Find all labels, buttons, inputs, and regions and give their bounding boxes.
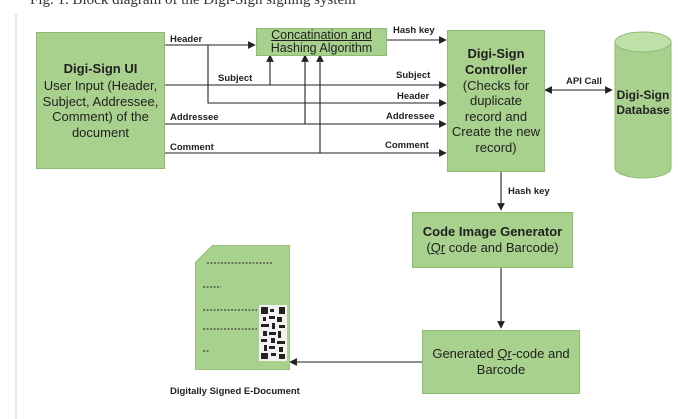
controller-title-line1: Digi-Sign: [467, 46, 525, 62]
ui-box-title: Digi-Sign UI: [63, 60, 138, 76]
label-addressee-right: Addressee: [386, 111, 435, 122]
document-caption: Digitally Signed E-Document: [170, 386, 300, 397]
digi-sign-ui-box: Digi-Sign UI User Input (Header, Subject…: [36, 32, 165, 169]
database-label-line1: Digi-Sign: [616, 88, 670, 102]
label-header-right: Header: [397, 91, 430, 102]
label-hash-key-top: Hash key: [393, 25, 435, 36]
generated-box-line1: Generated Qr-code and: [432, 346, 570, 362]
generator-title: Code Image Generator: [422, 224, 563, 240]
generated-box-line2: Barcode: [476, 362, 526, 377]
label-api-call: API Call: [566, 76, 602, 87]
generator-body: (Qr code and Barcode): [426, 240, 559, 255]
label-comment-right: Comment: [385, 140, 429, 151]
generated-qr-code-box: Generated Qr-code and Barcode: [422, 330, 580, 394]
label-subject-left: Subject: [218, 73, 253, 84]
label-hash-key-down: Hash key: [508, 186, 550, 197]
label-comment-left: Comment: [170, 142, 214, 153]
database-label: Digi-Sign Database: [613, 88, 673, 118]
database-label-line2: Database: [616, 103, 670, 117]
label-subject-right: Subject: [396, 70, 431, 81]
controller-title-line2: Controller: [464, 62, 528, 78]
page-margin-rule: [15, 14, 17, 419]
figure-caption-strip: Fig. 1. Block diagram of the Digi-Sign s…: [0, 0, 678, 16]
ui-box-body: User Input (Header, Subject, Addressee, …: [42, 78, 159, 140]
qr-code-icon: [259, 305, 287, 361]
label-addressee-left: Addressee: [170, 112, 219, 123]
label-header-left: Header: [170, 34, 203, 45]
figure-caption: Fig. 1. Block diagram of the Digi-Sign s…: [30, 0, 356, 8]
hashing-algorithm-box: Concatination and Hashing Algorithm: [256, 28, 387, 56]
database-cylinder-icon: [614, 31, 672, 179]
digi-sign-controller-box: Digi-Sign Controller (Checks for duplica…: [447, 30, 545, 172]
controller-body: (Checks for duplicate record and Create …: [451, 77, 541, 155]
hash-box-line2: Hashing Algorithm: [270, 41, 373, 55]
code-image-generator-box: Code Image Generator (Qr code and Barcod…: [412, 212, 573, 268]
hash-box-line1: Concatination and: [271, 27, 372, 42]
signed-document-icon: [194, 244, 291, 375]
edge-header-to-controller: [207, 45, 447, 107]
digi-sign-database: Digi-Sign Database: [613, 30, 673, 180]
